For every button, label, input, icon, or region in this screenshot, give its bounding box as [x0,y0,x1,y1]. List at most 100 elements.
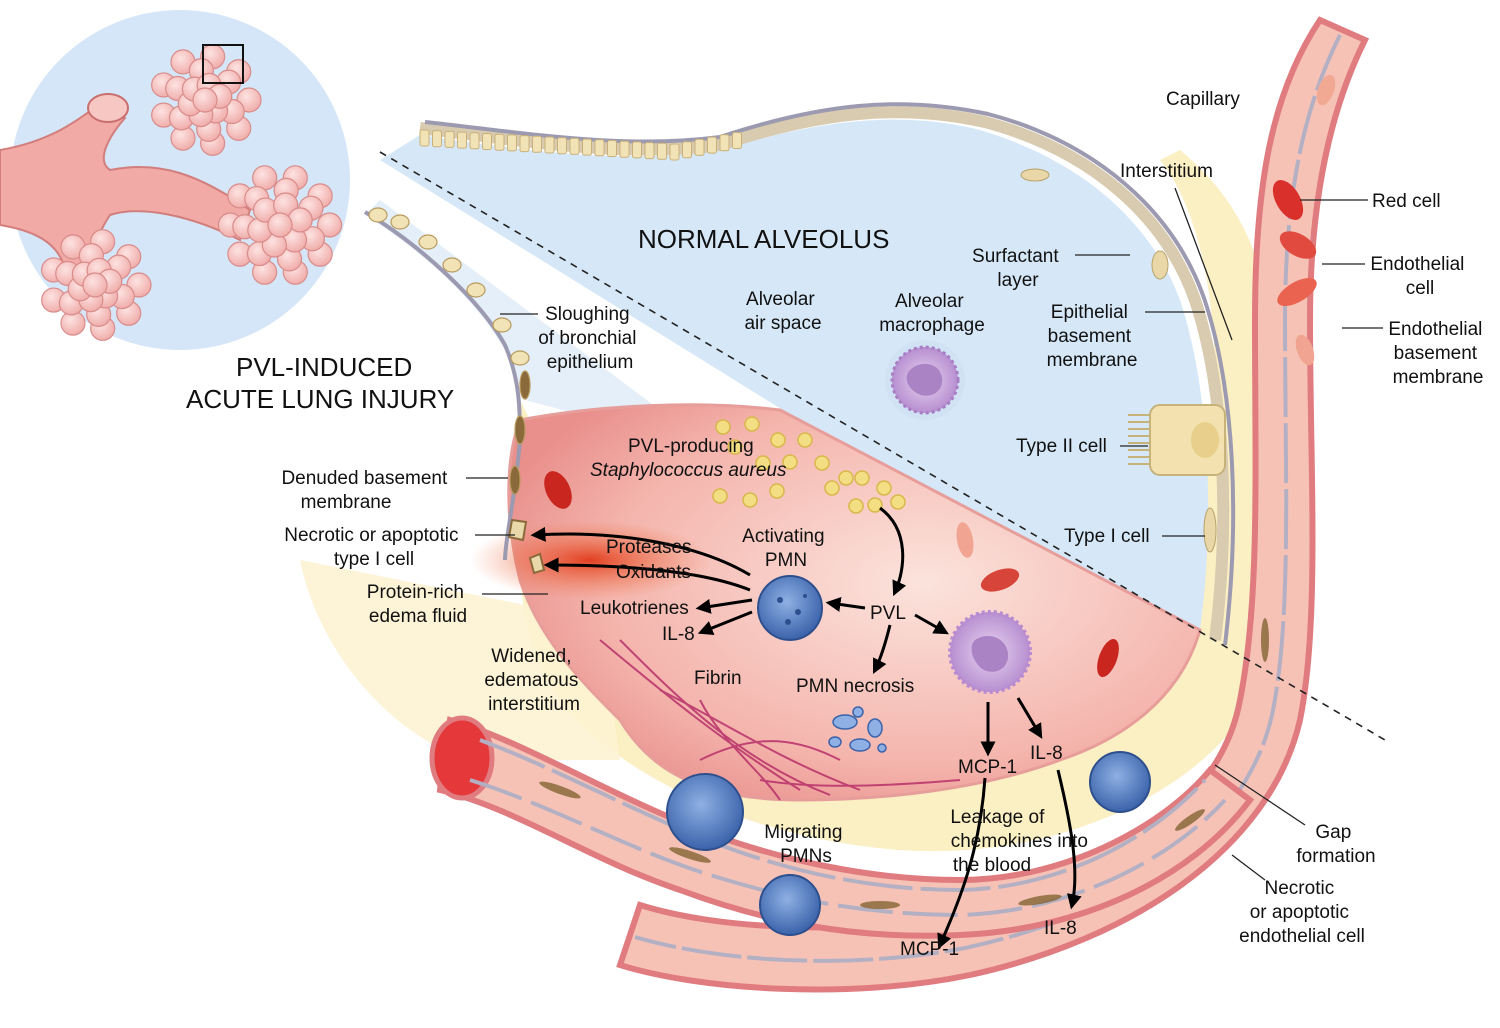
label-migrating: Migrating PMNs [764,822,847,867]
label-epithelial-bm: Epithelial basement membrane [1047,302,1138,371]
label-red-cell: Red cell [1372,191,1441,212]
red-cell [1272,180,1304,220]
staphylococcus-aureus-cluster [712,416,906,514]
necrotic-type-i-cell [507,518,528,542]
ciliated-cell [632,141,642,159]
lower-capillary-membrane [479,738,1207,893]
ciliated-cell [507,134,517,152]
cilia-row [419,129,742,161]
sloughed-epithelial-cell [442,257,462,273]
label-surfactant: Surfactant layer [972,246,1064,291]
label-il8-lower: IL-8 [1044,918,1077,939]
staphylococcus-coccus [876,480,892,496]
label-oxidants: Oxidants [616,562,691,583]
ciliated-cell [732,132,742,149]
ciliated-cell [519,135,530,153]
ciliated-cell [432,130,442,148]
arrow-pvl-to-pmn [825,597,866,612]
label-sloughing: Sloughing of bronchial epithelium [538,304,642,373]
label-fibrin: Fibrin [694,668,742,689]
ciliated-cell [457,131,467,149]
staphylococcus-coccus [854,470,870,486]
label-interstitium: Interstitium [1120,161,1213,182]
staphylococcus-coccus [712,488,728,504]
ciliated-cell [694,138,705,156]
label-alveolar-macrophage: Alveolar macrophage [879,291,985,336]
surfactant-nucleus [1151,250,1169,280]
red-cell [1295,334,1315,366]
arrow-mac-to-il8 [1016,697,1043,739]
sloughed-epithelial-cell [509,465,521,495]
arrow-pvl-to-macrophage [914,613,949,635]
sloughed-epithelial-cell [418,234,438,250]
arrow-il8-left [697,610,753,636]
staphylococcus-coccus [814,455,830,471]
pmn [666,773,744,851]
pathway-arrows [530,506,1082,950]
sloughed-cells [368,207,531,495]
staphylococcus-coccus [797,432,813,448]
ciliated-cell [657,142,667,160]
ciliated-cell [607,140,617,157]
label-gap: Gap formation [1296,822,1375,867]
title-normal-alveolus: NORMAL ALVEOLUS [638,224,889,254]
ciliated-cell [682,141,692,159]
staphylococcus-coccus [742,492,758,508]
red-cell [1277,278,1317,306]
label-type-i-cell: Type I cell [1064,526,1150,547]
ciliated-cell [669,143,680,161]
type-i-cell-nucleus [1203,507,1217,553]
red-cell [1279,231,1317,259]
label-endothelial-bm: Endothelial basement membrane [1388,319,1487,388]
right-capillary [616,16,1370,993]
label-mcp1-upper: MCP-1 [958,757,1017,778]
arrow-leukotrienes [695,598,753,614]
arrow-oxidants [543,557,751,592]
label-activating-pmn: Activating PMN [742,526,830,571]
label-il8-left: IL-8 [662,624,695,645]
sloughed-epithelial-cell [368,207,388,223]
migrating-pmns [666,751,1151,936]
sloughed-epithelial-cell [519,370,531,400]
ciliated-cell [444,130,455,148]
lower-capillary-membrane-2 [469,778,1227,918]
ciliated-cell [482,133,492,150]
sloughed-epithelial-cell [390,214,410,230]
wall-nucleus [1020,168,1050,182]
staphylococcus-coccus [848,498,864,514]
ciliated-cell [569,137,580,155]
pmn [759,874,821,936]
staphylococcus-coccus [755,455,771,471]
title-injury-1: PVL-INDUCED [236,352,412,382]
bronchus-opening [87,93,129,123]
staphylococcus-coccus [867,497,883,513]
denuded-basement-membrane [363,210,523,561]
label-proteases: Proteases [606,537,692,558]
ciliated-cell [469,132,480,150]
label-staph: Staphylococcus aureus [590,460,787,481]
label-necrotic-endo: Necrotic or apoptotic endothelial cell [1239,878,1365,947]
edema-red-cell [980,568,1020,592]
sloughed-epithelial-cell [492,317,512,333]
activating-pmn [757,575,823,641]
arrow-mcp1-to-blood [937,777,987,950]
edema-red-cell [956,522,974,558]
label-pmn-necrosis: PMN necrosis [796,676,914,697]
edema-red-cell [1097,638,1119,678]
staphylococcus-coccus [769,483,785,499]
arrow-pvl-to-necrosis [872,624,892,675]
ciliated-cell [594,139,605,157]
fibrin-strands [599,639,961,801]
ciliated-cell [532,135,542,153]
alveolar-clusters [41,44,343,341]
staphylococcus-coccus [824,480,840,496]
sloughed-epithelial-cell [514,415,526,445]
label-capillary: Capillary [1166,89,1240,110]
label-widened: Widened, edematous interstitium [484,646,583,715]
alveolar-air-space [380,119,1209,630]
alveolus-sac [317,212,343,238]
label-mcp1-lower: MCP-1 [900,939,959,960]
staphylococcus-coccus [838,470,854,486]
pmn [1089,751,1151,813]
staphylococcus-coccus [744,416,760,432]
